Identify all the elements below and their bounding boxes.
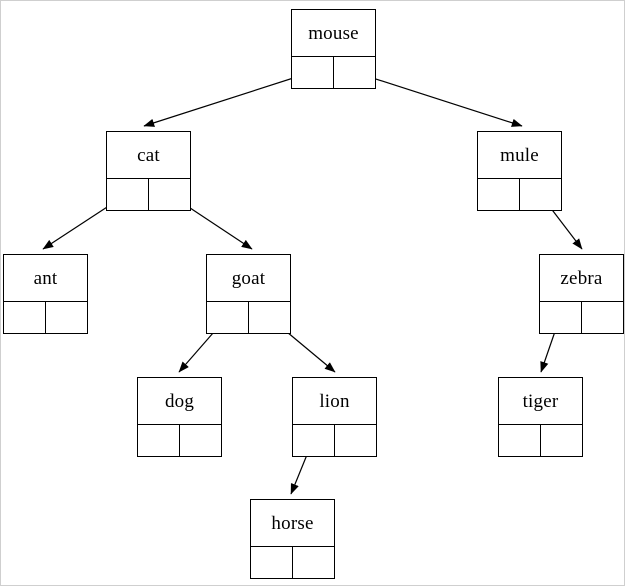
left-child-pointer-cell xyxy=(478,179,520,210)
right-child-pointer-cell xyxy=(520,179,562,210)
tree-node-pointer-cells xyxy=(499,425,582,456)
tree-node-mule: mule xyxy=(477,131,562,211)
tree-node-pointer-cells xyxy=(293,425,376,456)
left-child-pointer-cell xyxy=(138,425,180,456)
tree-node-mouse: mouse xyxy=(291,9,376,89)
right-child-pointer-cell xyxy=(180,425,222,456)
tree-node-pointer-cells xyxy=(107,179,190,210)
right-child-pointer-cell xyxy=(293,547,335,578)
tree-node-pointer-cells xyxy=(4,302,87,333)
tree-node-horse: horse xyxy=(250,499,335,579)
tree-node-label: cat xyxy=(107,132,190,179)
tree-node-label: tiger xyxy=(499,378,582,425)
tree-node-lion: lion xyxy=(292,377,377,457)
tree-node-zebra: zebra xyxy=(539,254,624,334)
right-child-pointer-cell xyxy=(541,425,583,456)
tree-node-pointer-cells xyxy=(292,57,375,88)
left-child-pointer-cell xyxy=(4,302,46,333)
right-child-pointer-cell xyxy=(46,302,88,333)
tree-node-dog: dog xyxy=(137,377,222,457)
tree-node-tiger: tiger xyxy=(498,377,583,457)
left-child-pointer-cell xyxy=(251,547,293,578)
right-child-pointer-cell xyxy=(249,302,291,333)
tree-node-pointer-cells xyxy=(478,179,561,210)
right-child-pointer-cell xyxy=(335,425,377,456)
left-child-pointer-cell xyxy=(293,425,335,456)
tree-node-pointer-cells xyxy=(138,425,221,456)
tree-node-label: mouse xyxy=(292,10,375,57)
tree-node-cat: cat xyxy=(106,131,191,211)
left-child-pointer-cell xyxy=(540,302,582,333)
tree-node-label: dog xyxy=(138,378,221,425)
right-child-pointer-cell xyxy=(582,302,624,333)
tree-edge-mouse-to-cat xyxy=(143,71,313,127)
left-child-pointer-cell xyxy=(107,179,149,210)
tree-edge-mouse-to-mule xyxy=(353,71,523,127)
tree-node-label: goat xyxy=(207,255,290,302)
tree-node-ant: ant xyxy=(3,254,88,334)
left-child-pointer-cell xyxy=(292,57,334,88)
left-child-pointer-cell xyxy=(207,302,249,333)
tree-node-pointer-cells xyxy=(540,302,623,333)
right-child-pointer-cell xyxy=(149,179,191,210)
right-child-pointer-cell xyxy=(334,57,376,88)
tree-node-label: horse xyxy=(251,500,334,547)
tree-node-label: zebra xyxy=(540,255,623,302)
tree-node-goat: goat xyxy=(206,254,291,334)
tree-node-pointer-cells xyxy=(207,302,290,333)
tree-node-pointer-cells xyxy=(251,547,334,578)
left-child-pointer-cell xyxy=(499,425,541,456)
tree-node-label: mule xyxy=(478,132,561,179)
tree-node-label: lion xyxy=(293,378,376,425)
tree-node-label: ant xyxy=(4,255,87,302)
